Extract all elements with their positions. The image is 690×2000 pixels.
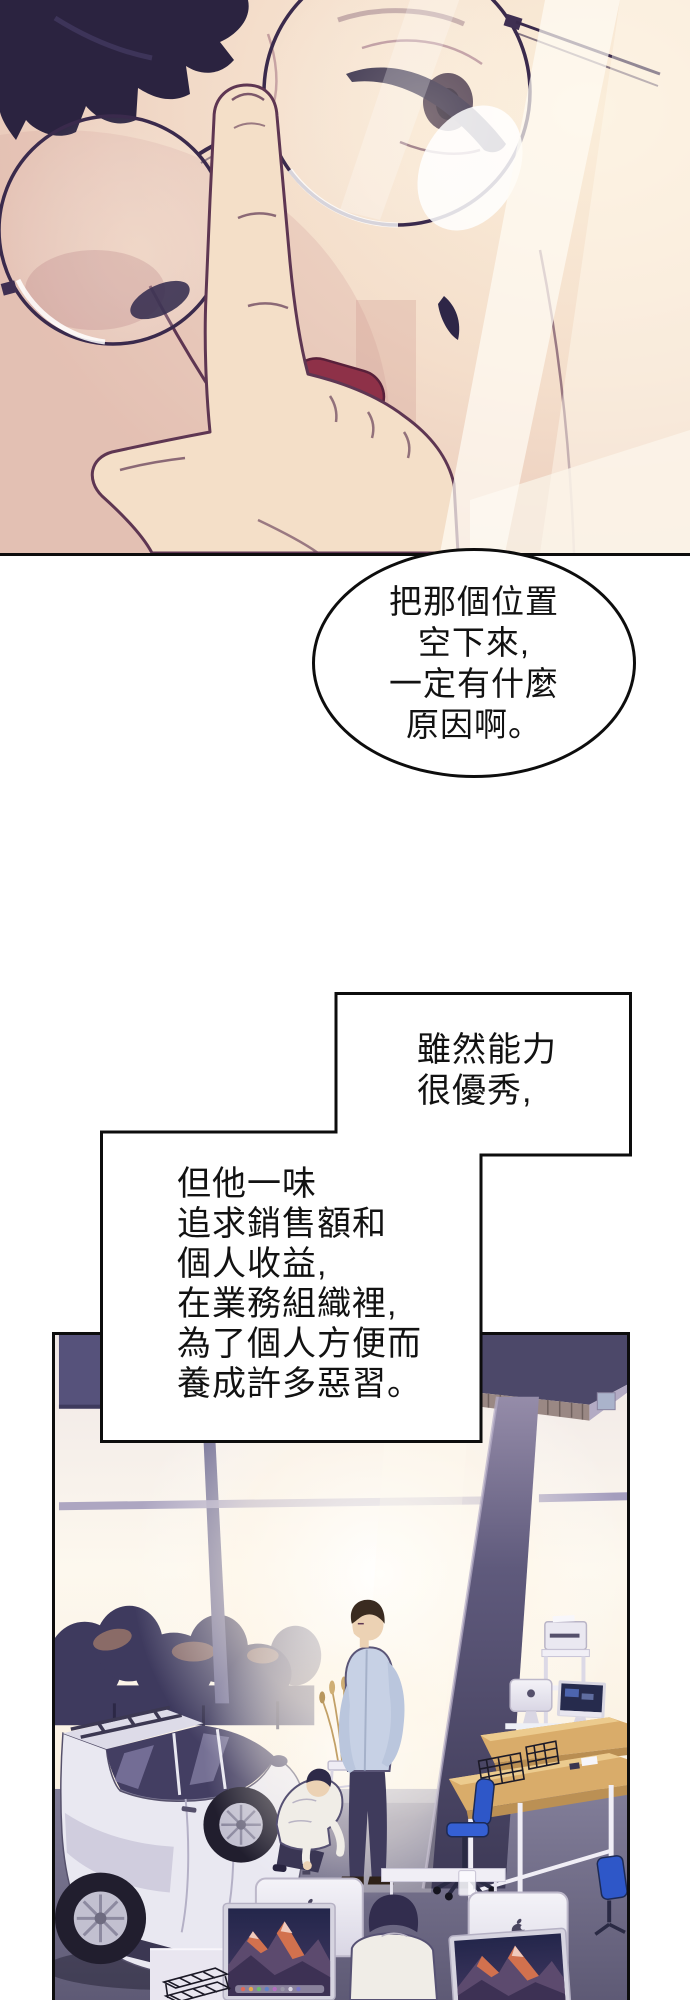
fingernail — [231, 92, 265, 102]
apple-logo-icon — [527, 1689, 535, 1698]
bubble-line: 空下來, — [417, 624, 531, 661]
wire-organizer — [477, 1740, 560, 1788]
bubble-line: 一定有什麼 — [389, 665, 559, 702]
thumb-crease — [119, 456, 186, 472]
narration-line: 個人收益, — [177, 1245, 328, 1283]
narration-line: 在業務組織裡, — [177, 1285, 398, 1323]
cup — [458, 1869, 477, 1897]
hand — [90, 83, 460, 553]
lens-glare — [417, 105, 523, 231]
face-closeup-illustration — [0, 0, 690, 553]
front-wheel — [55, 1872, 147, 1965]
roof-rack — [70, 1705, 183, 1739]
hair-wisp — [438, 296, 460, 340]
arm — [381, 1661, 405, 1768]
glasses — [0, 0, 661, 346]
sitting-person — [348, 1894, 438, 2000]
bubble-line: 原因啊。 — [406, 706, 542, 743]
back-desk-frame — [381, 1868, 506, 1883]
left-hinge — [0, 280, 18, 296]
narration-line: 追求銷售額和 — [177, 1205, 387, 1243]
shirt-area — [470, 430, 690, 553]
pants — [276, 1840, 325, 1873]
trousers — [348, 1769, 387, 1877]
hidden-eye-hint — [130, 280, 190, 320]
wire-rack — [161, 1967, 232, 2000]
narration-line: 但他一味 — [177, 1165, 317, 1203]
narration-line: 雖然能力 — [417, 1031, 557, 1069]
office-chair-blue-right — [594, 1855, 627, 1936]
crouching-man — [272, 1768, 345, 1875]
imac-back-front — [556, 1680, 607, 1728]
white-shirt — [275, 1777, 344, 1851]
wooden-desks — [448, 1717, 627, 1941]
arm — [338, 1683, 356, 1774]
panel-face-closeup — [0, 0, 690, 556]
narration-box: 雖然能力 很優秀, 但他一味 追求銷售額和 個人收益, 在業務組織裡, 為了個人… — [100, 992, 632, 1443]
hair-bangs — [0, 0, 249, 140]
light-beam-wide — [540, 0, 690, 553]
imac-back-rear — [509, 1678, 553, 1724]
speech-bubble: 把那個位置 空下來, 一定有什麼 原因啊。 — [312, 548, 636, 778]
narration-line: 養成許多惡習。 — [177, 1365, 422, 1403]
light-beam — [440, 0, 620, 553]
narration-upper: 雖然能力 很優秀, — [417, 1030, 557, 1112]
shoe — [272, 1864, 287, 1872]
bubble-line: 把那個位置 — [389, 583, 559, 620]
narration-lower: 但他一味 追求銷售額和 個人收益, 在業務組織裡, 為了個人方便而 養成許多惡習… — [177, 1164, 422, 1404]
narration-box-outline — [100, 992, 632, 1443]
hair — [368, 1894, 419, 1933]
hair — [350, 1599, 385, 1624]
arm-reaching — [301, 1820, 319, 1867]
right-hinge — [503, 13, 523, 31]
imac-screen-mountain-right — [448, 1927, 572, 2000]
narration-line: 很優秀, — [417, 1072, 533, 1110]
narration-line: 為了個人方便而 — [177, 1325, 422, 1363]
dock-bar — [235, 1985, 325, 1994]
door-handle — [181, 1806, 197, 1813]
imac-screen-mountain-left — [222, 1902, 336, 2000]
foreground-desks — [150, 1868, 572, 2000]
white-shirt-back — [348, 1932, 438, 2000]
hair — [306, 1768, 332, 1787]
office-chair-blue — [433, 1778, 497, 1901]
